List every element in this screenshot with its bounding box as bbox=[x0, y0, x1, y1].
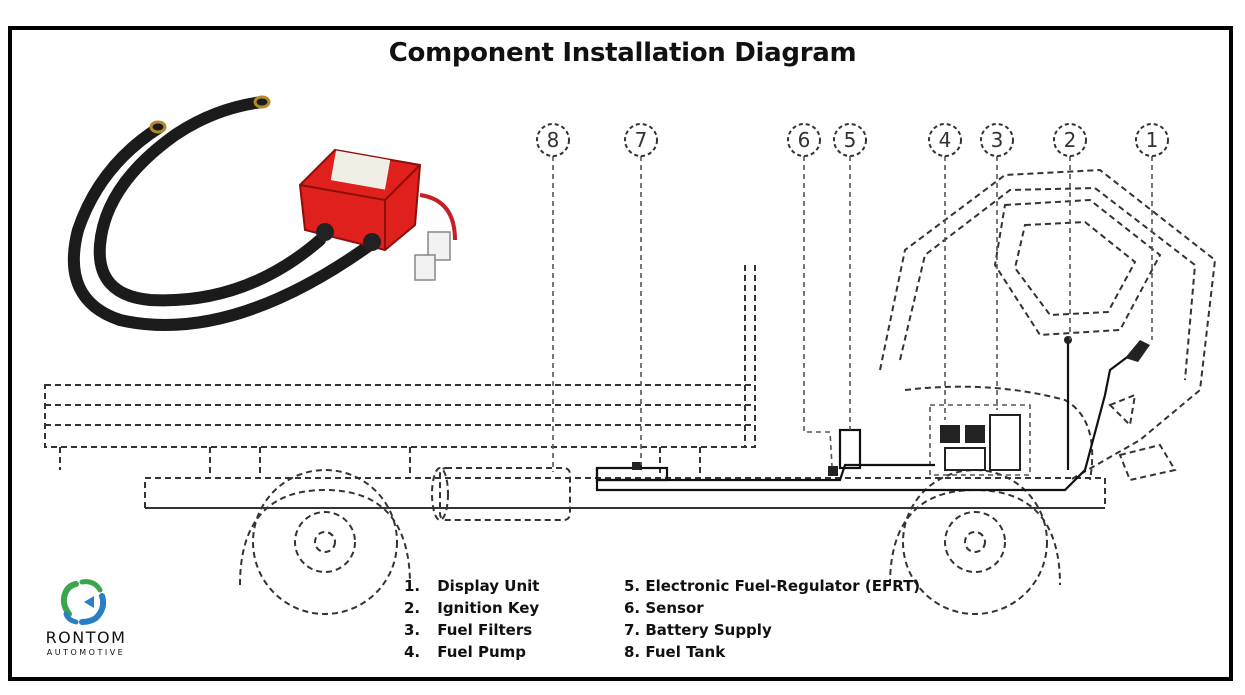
legend-item: 6. Sensor bbox=[624, 599, 704, 617]
legend-item: 4. Fuel Pump bbox=[404, 643, 526, 661]
fuel-lines bbox=[595, 336, 1150, 492]
callout-6: 6 bbox=[787, 123, 821, 157]
callout-8: 8 bbox=[536, 123, 570, 157]
svg-text:6: 6 bbox=[798, 128, 811, 152]
svg-text:4: 4 bbox=[939, 128, 952, 152]
legend-item: 5. Electronic Fuel-Regulator (EFRT) bbox=[624, 577, 921, 595]
callout-leaders bbox=[552, 156, 1153, 472]
svg-text:5: 5 bbox=[844, 128, 857, 152]
tilted-cab bbox=[879, 168, 1217, 482]
legend-item: 1. Display Unit bbox=[404, 577, 540, 595]
rear-wheel bbox=[239, 469, 411, 615]
rontom-logo-icon bbox=[60, 579, 107, 625]
svg-text:1: 1 bbox=[1146, 128, 1159, 152]
legend-item: 3. Fuel Filters bbox=[404, 621, 533, 639]
engine bbox=[929, 404, 1031, 476]
legend-item: 8. Fuel Tank bbox=[624, 643, 726, 661]
svg-text:2: 2 bbox=[1064, 128, 1077, 152]
svg-text:8: 8 bbox=[547, 128, 560, 152]
callout-4: 4 bbox=[928, 123, 962, 157]
truck-bed bbox=[44, 265, 756, 478]
fuel-tank bbox=[431, 467, 571, 521]
legend-left: 1. Display Unit 2. Ignition Key 3. Fuel … bbox=[404, 575, 539, 663]
callout-5: 5 bbox=[833, 123, 867, 157]
legend-item: 2. Ignition Key bbox=[404, 599, 540, 617]
brand-name: RONTOM bbox=[45, 628, 127, 647]
chassis-frame bbox=[144, 477, 1106, 509]
callout-3: 3 bbox=[980, 123, 1014, 157]
page-title: Component Installation Diagram bbox=[388, 38, 857, 68]
callout-7: 7 bbox=[624, 123, 658, 157]
svg-text:3: 3 bbox=[991, 128, 1004, 152]
callout-1: 1 bbox=[1135, 123, 1169, 157]
callout-2: 2 bbox=[1053, 123, 1087, 157]
brand-tagline: AUTOMOTIVE bbox=[46, 648, 126, 657]
regulator-product-image bbox=[60, 90, 480, 350]
legend-item: 7. Battery Supply bbox=[624, 621, 772, 639]
svg-text:7: 7 bbox=[635, 128, 648, 152]
legend-right: 5. Electronic Fuel-Regulator (EFRT) 6. S… bbox=[624, 575, 920, 663]
